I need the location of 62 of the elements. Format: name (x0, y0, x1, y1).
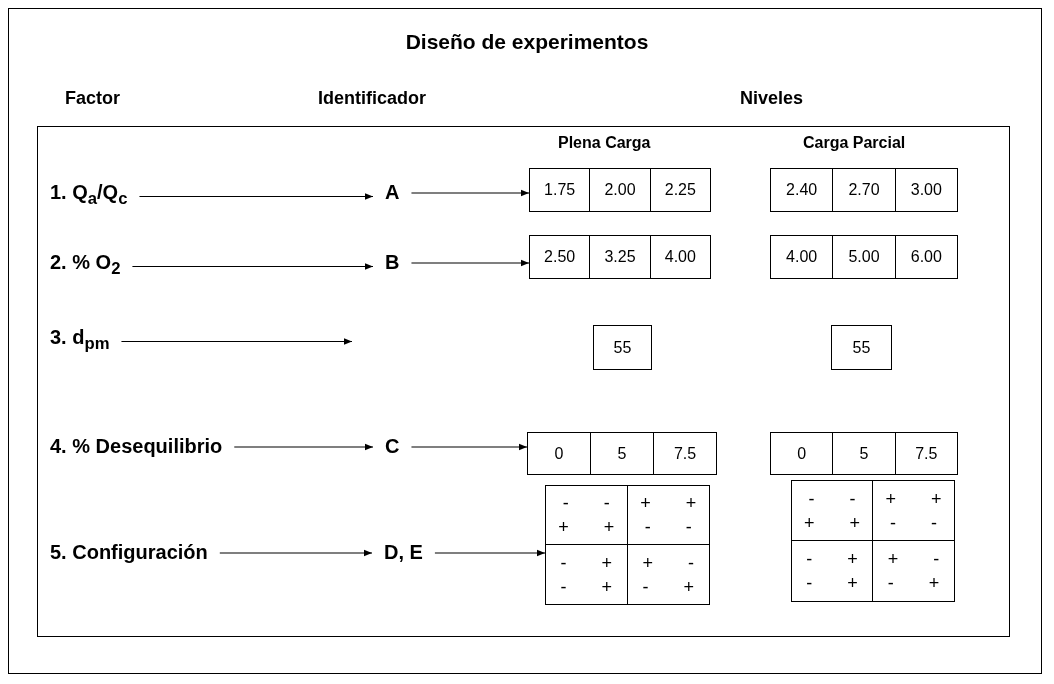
sign-cell: + + - - (627, 486, 709, 545)
level-table (529, 168, 711, 212)
arrow (410, 443, 528, 451)
arrow (410, 259, 530, 267)
factor-label: 3. d$_{pm}$ (50, 325, 110, 356)
level-cell-text: 4.00 (785, 247, 819, 267)
arrow (138, 193, 374, 200)
level-cell: 4.00 (649, 236, 710, 278)
column-header: Niveles (740, 88, 804, 109)
factor-label: 1. Q$_{a}$/Q$_{c}$ (50, 180, 128, 211)
factor-label: 2. % O$_{2}$ (50, 250, 121, 281)
level-table (770, 432, 958, 475)
level-cell: 3.25 (589, 236, 650, 278)
sign-cell-text: + - - + (641, 551, 695, 599)
identifier-label: D, E (384, 540, 423, 564)
identifier-label: A (385, 180, 400, 204)
column-header: Identificador (318, 88, 426, 109)
configuration-grid (545, 485, 710, 605)
level-cell: 2.70 (832, 169, 895, 211)
level-cell: 7.5 (894, 433, 957, 474)
level-cell: 3.00 (894, 169, 957, 211)
level-table (831, 325, 892, 370)
arrow (219, 549, 373, 557)
level-cell-text: 0 (553, 443, 565, 464)
level-cell: 2.00 (589, 169, 650, 211)
level-table (770, 168, 958, 212)
level-cell-text: 2.50 (543, 247, 577, 267)
level-cell-text: 55 (851, 337, 872, 358)
arrow (434, 549, 546, 557)
level-cell: 6.00 (894, 236, 957, 278)
identifier-label: B (385, 250, 400, 274)
level-cell: 5 (590, 433, 653, 474)
level-table (529, 235, 711, 279)
sign-cell: - - + + (792, 481, 873, 541)
level-cell: 7.5 (653, 433, 716, 474)
sign-cell: - + - + (792, 541, 873, 601)
level-cell: 5.00 (832, 236, 895, 278)
identifier-label: C (385, 434, 400, 458)
level-table (593, 325, 652, 370)
group-header: Carga Parcial (803, 134, 906, 152)
level-cell-text: 55 (612, 337, 633, 358)
group-header: Plena Carga (558, 134, 651, 152)
level-cell-text: 2.40 (785, 180, 819, 200)
factor-label: 4. % Desequilibrio (50, 434, 223, 458)
level-cell-text: 0 (796, 443, 808, 464)
level-table (770, 235, 958, 279)
level-cell: 2.25 (649, 169, 710, 211)
diagram-title: Diseño de experimentos (404, 30, 650, 54)
factor-label: 5. Configuración (50, 540, 208, 564)
arrow (410, 189, 530, 197)
configuration-grid (791, 480, 955, 602)
level-cell: 5 (832, 433, 895, 474)
arrow (120, 338, 353, 345)
sign-cell-text: + - - + (886, 548, 941, 595)
sign-cell: + + - - (873, 481, 954, 541)
sign-cell: - + - + (546, 545, 628, 604)
sign-cell: - - + + (546, 486, 628, 545)
level-table (527, 432, 717, 475)
column-header: Factor (65, 88, 120, 109)
arrow (131, 263, 374, 270)
arrow (233, 443, 374, 451)
level-cell-text: 1.75 (543, 180, 577, 200)
